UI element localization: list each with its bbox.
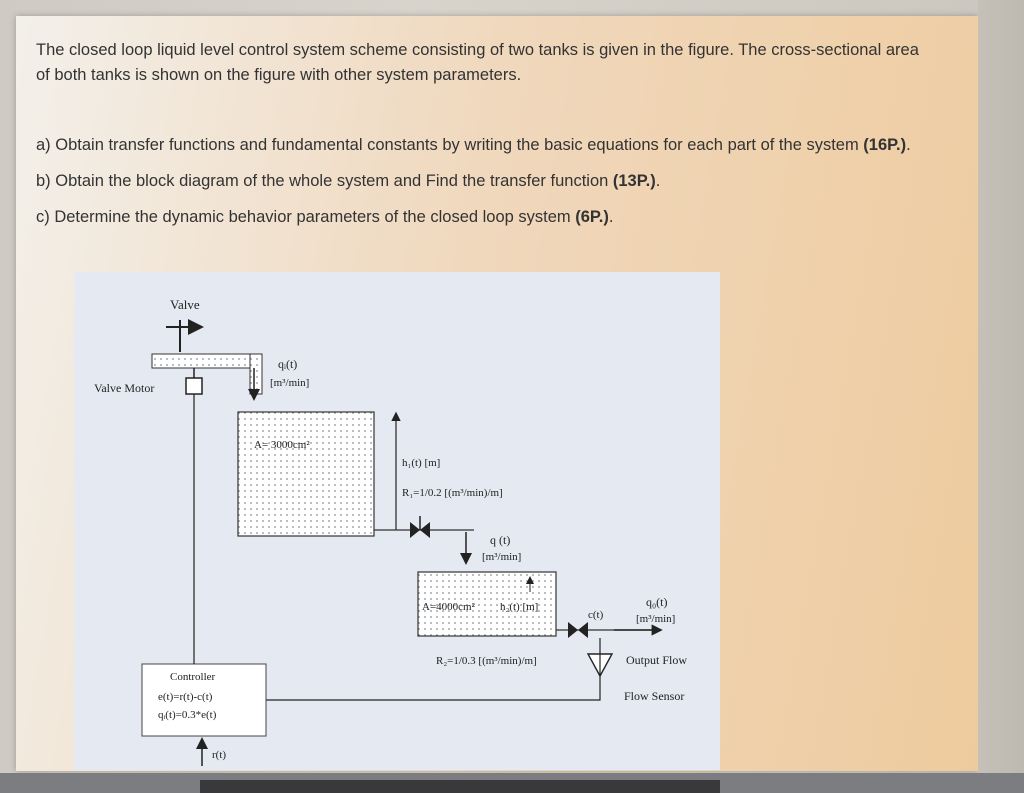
valve-motor-box <box>185 377 203 395</box>
output-flow-label: Output Flow <box>626 653 687 667</box>
qi-unit: [m³/min] <box>270 377 309 389</box>
question-a-text: a) Obtain transfer functions and fundame… <box>36 136 864 154</box>
tank-1-area: A= 3000cm² <box>254 439 310 451</box>
controller-title: Controller <box>170 671 216 683</box>
controller-box <box>141 663 267 737</box>
q-unit: [m³/min] <box>482 551 521 563</box>
page-edge <box>978 0 1024 793</box>
taskbar <box>200 780 720 793</box>
question-b: b) Obtain the block diagram of the whole… <box>36 172 661 190</box>
question-c-text: c) Determine the dynamic behavior parame… <box>36 208 576 226</box>
c-label: c(t) <box>588 609 604 621</box>
valve-label: Valve <box>170 297 200 312</box>
question-a-points: (16P.) <box>863 136 907 154</box>
qo-unit: [m³/min] <box>636 613 675 625</box>
controller-eq-2: qᵢ(t)=0.3*e(t) <box>158 709 217 721</box>
valve-motor-label: Valve Motor <box>94 381 154 395</box>
h2-label: h₂(t) [m] <box>500 601 538 613</box>
problem-sheet: The closed loop liquid level control sys… <box>16 16 978 771</box>
supply-pipe-down <box>249 353 263 395</box>
qo-label: q₀(t) <box>646 595 668 609</box>
question-c-points: (6P.) <box>575 208 609 226</box>
two-tank-figure: Valve Valve Motor qᵢ(t) [m³/min] A= 3000… <box>74 272 720 770</box>
qi-label: qᵢ(t) <box>278 357 297 371</box>
question-c: c) Determine the dynamic behavior parame… <box>36 208 614 226</box>
flow-sensor-label: Flow Sensor <box>624 689 684 703</box>
question-b-points: (13P.) <box>612 172 656 190</box>
r1-label: R₁=1/0.2 [(m³/min)/m] <box>402 487 503 499</box>
outlet-valve-2-icon <box>568 622 588 638</box>
question-b-text: b) Obtain the block diagram of the whole… <box>36 172 613 190</box>
controller-eq-1: e(t)=r(t)-c(t) <box>158 691 213 703</box>
tank-1 <box>237 411 375 537</box>
q-label: q (t) <box>490 533 510 547</box>
h1-label: h₁(t) [m] <box>402 457 440 469</box>
feedback-line <box>266 694 601 701</box>
r2-label: R₂=1/0.3 [(m³/min)/m] <box>436 655 537 667</box>
question-a: a) Obtain transfer functions and fundame… <box>36 136 911 154</box>
problem-intro: The closed loop liquid level control sys… <box>36 41 919 84</box>
supply-pipe <box>151 353 263 369</box>
r-label: r(t) <box>212 749 226 761</box>
tank-2-area: A=4000cm² <box>422 601 476 613</box>
